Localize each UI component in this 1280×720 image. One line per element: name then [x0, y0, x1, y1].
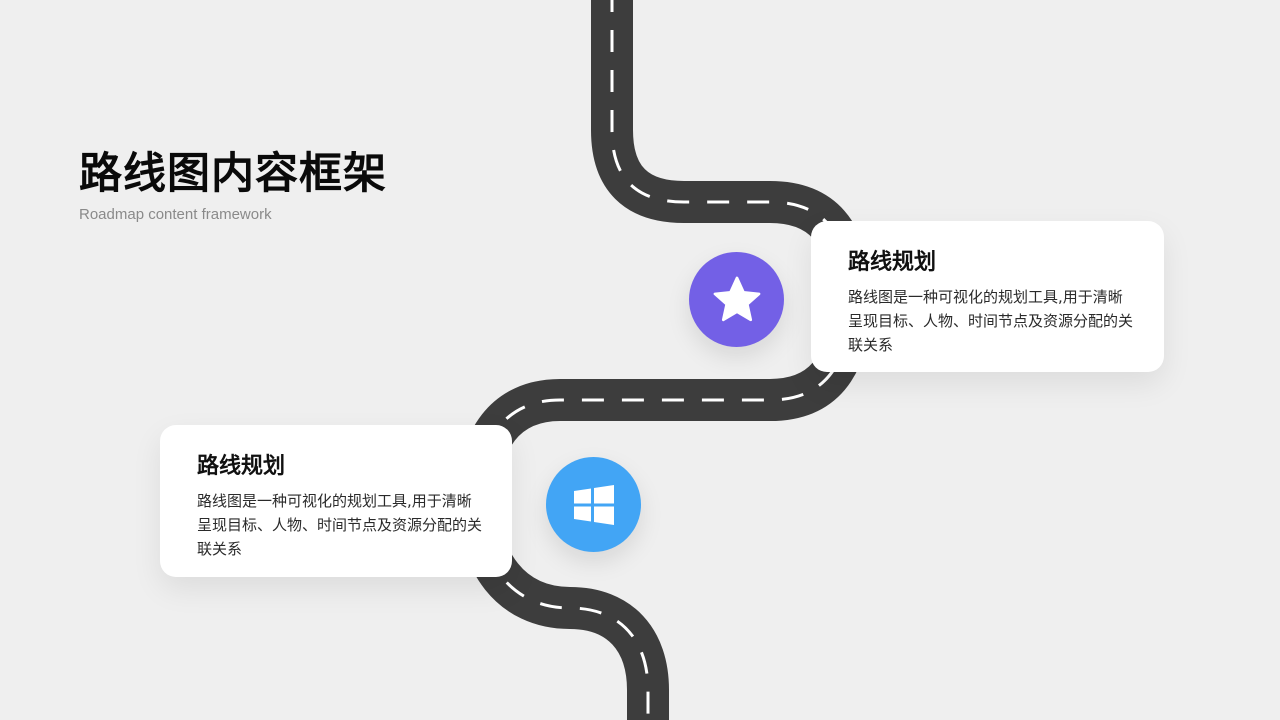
milestone-badge-2: [546, 457, 641, 552]
windows-icon: [573, 484, 614, 525]
page-subtitle: Roadmap content framework: [79, 206, 272, 223]
title-block: 路线图内容框架 Roadmap content framework: [79, 148, 387, 223]
milestone-card-2: 路线规划 路线图是一种可视化的规划工具,用于清晰呈现目标、人物、时间节点及资源分…: [160, 425, 512, 577]
milestone-description: 路线图是一种可视化的规划工具,用于清晰呈现目标、人物、时间节点及资源分配的关联关…: [197, 492, 483, 558]
milestone-title: 路线规划: [197, 454, 286, 479]
milestone-badge-1: [689, 252, 784, 347]
page-title: 路线图内容框架: [79, 149, 387, 199]
star-icon: [713, 276, 760, 321]
milestone-description: 路线图是一种可视化的规划工具,用于清晰呈现目标、人物、时间节点及资源分配的关联关…: [848, 288, 1134, 354]
milestone-card-1: 路线规划 路线图是一种可视化的规划工具,用于清晰呈现目标、人物、时间节点及资源分…: [811, 221, 1164, 372]
road-surface: [457, 0, 871, 720]
milestone-title: 路线规划: [848, 250, 937, 275]
road-center-line: [476, 0, 852, 720]
